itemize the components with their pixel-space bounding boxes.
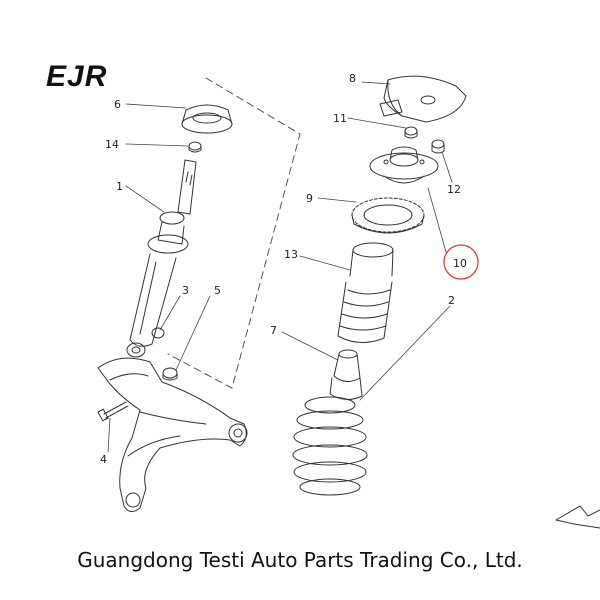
callout-2: 2 bbox=[448, 294, 455, 307]
lower-control-arm bbox=[97, 357, 248, 512]
callout-5: 5 bbox=[214, 284, 221, 297]
callout-7: 7 bbox=[270, 324, 277, 337]
callout-8: 8 bbox=[349, 72, 356, 85]
direction-arrow-icon bbox=[555, 505, 600, 529]
callout-3: 3 bbox=[182, 284, 189, 297]
mount-bushing bbox=[404, 126, 418, 139]
strut-mount-cover bbox=[379, 75, 467, 123]
callout-12: 12 bbox=[447, 183, 461, 196]
callout-14: 14 bbox=[105, 138, 119, 151]
callout-4: 4 bbox=[100, 453, 107, 466]
upper-spring-seat bbox=[181, 104, 233, 134]
strut-nut bbox=[188, 141, 202, 153]
strut-mount bbox=[369, 146, 439, 184]
dust-boot bbox=[337, 242, 394, 343]
bump-stop bbox=[329, 349, 363, 400]
callout-13: 13 bbox=[284, 248, 298, 261]
highlight-circle bbox=[443, 244, 479, 280]
callout-11: 11 bbox=[333, 112, 347, 125]
spring-isolator bbox=[351, 197, 425, 234]
brand-logo: EJR bbox=[46, 60, 107, 93]
assembly-group-outline bbox=[167, 77, 301, 389]
company-name-caption: Guangdong Testi Auto Parts Trading Co., … bbox=[77, 548, 523, 572]
leader-lines bbox=[107, 81, 453, 453]
coil-spring bbox=[292, 396, 368, 496]
callout-9: 9 bbox=[306, 192, 313, 205]
callout-10: 10 bbox=[453, 257, 467, 270]
callout-1: 1 bbox=[116, 180, 123, 193]
shock-absorber bbox=[126, 159, 197, 358]
bushing bbox=[151, 327, 165, 339]
mount-nut bbox=[431, 139, 445, 154]
callout-6: 6 bbox=[114, 98, 121, 111]
arm-bolt bbox=[97, 401, 129, 422]
lower-nut bbox=[162, 367, 178, 381]
